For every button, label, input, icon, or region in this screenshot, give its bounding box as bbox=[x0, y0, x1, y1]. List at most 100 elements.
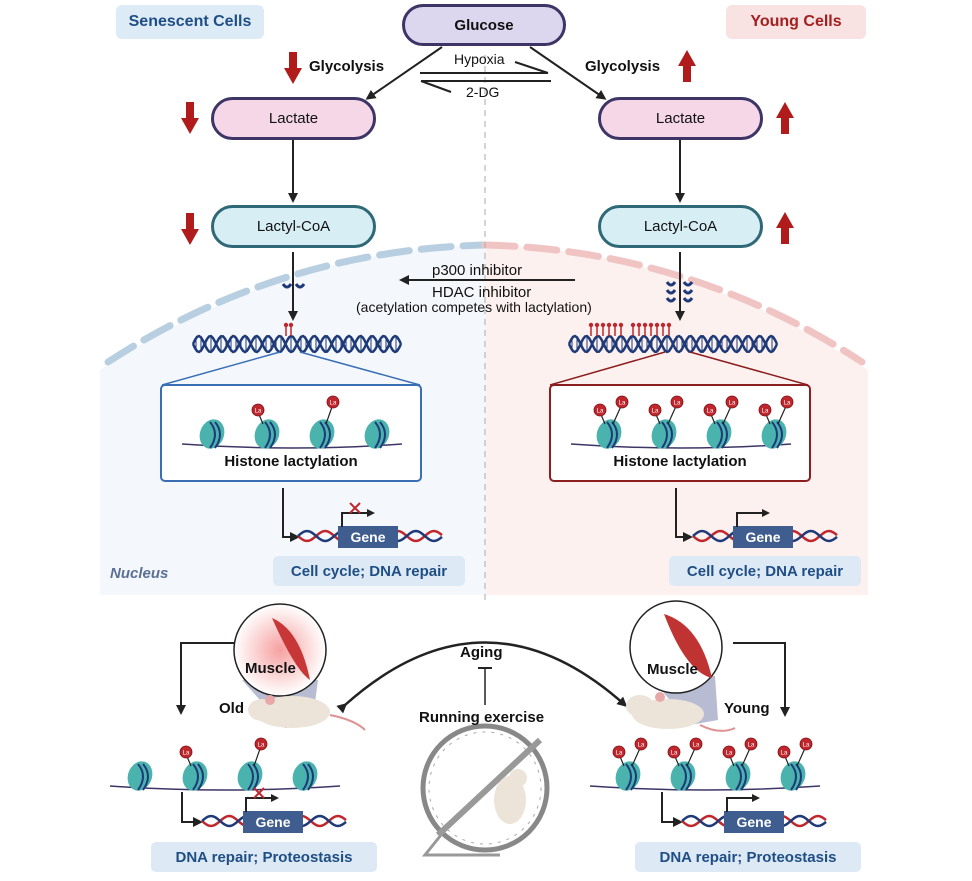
muscle-left-label: Muscle bbox=[245, 660, 296, 677]
lactyl-mark-icon bbox=[615, 395, 629, 409]
lactyl-mark-icon bbox=[326, 395, 340, 409]
gene-box-right: Gene bbox=[733, 526, 793, 548]
lactyl-group-icons-right bbox=[665, 281, 694, 303]
lactyl-pin bbox=[588, 322, 594, 328]
dna-helix-right bbox=[567, 322, 779, 354]
svg-text:La: La bbox=[707, 409, 714, 415]
lactyl-pin bbox=[648, 322, 654, 328]
transcription-start-arrow-blocked bbox=[245, 787, 279, 812]
svg-text:La: La bbox=[652, 409, 659, 415]
aging-curve-arrow bbox=[336, 641, 628, 714]
lactate-left-node: Lactate bbox=[211, 97, 376, 140]
hdac-note-label: (acetylation competes with lactylation) bbox=[356, 299, 592, 315]
transcription-start-arrow-blocked bbox=[341, 502, 375, 527]
lactyl-mark-icon bbox=[725, 395, 739, 409]
muscle-outcome-right: DNA repair; Proteostasis bbox=[635, 842, 861, 872]
lactyl-mark-icon bbox=[593, 403, 607, 417]
old-mouse-icon bbox=[248, 695, 366, 731]
glucose-to-lactate-right-arrow bbox=[529, 46, 607, 100]
muscle-outcome-left: DNA repair; Proteostasis bbox=[151, 842, 377, 872]
up-arrow-icon bbox=[776, 212, 794, 244]
lactate-right-node: Lactate bbox=[598, 97, 763, 140]
up-arrow-icon bbox=[776, 102, 794, 134]
down-arrow-icon bbox=[284, 52, 302, 84]
lactyl-mark-icon bbox=[670, 395, 684, 409]
young-cells-label: Young Cells bbox=[726, 5, 866, 39]
lactyl-mark-icon bbox=[744, 737, 758, 751]
nucleosome bbox=[127, 761, 153, 791]
svg-text:La: La bbox=[803, 743, 810, 749]
down-arrow-icon bbox=[181, 213, 199, 245]
nucleus-label: Nucleus bbox=[110, 565, 169, 582]
lactyl-pin bbox=[630, 322, 636, 328]
nucleosome: La bbox=[251, 403, 280, 449]
lactyl-pin bbox=[606, 322, 612, 328]
lactyl-mark-icon bbox=[667, 745, 681, 759]
gene-box-old: Gene bbox=[243, 811, 303, 833]
up-arrow-icon bbox=[678, 50, 696, 82]
old-label: Old bbox=[219, 700, 244, 717]
svg-text:La: La bbox=[784, 401, 791, 407]
lactyl-mark-icon bbox=[799, 737, 813, 751]
nuclear-membrane-left bbox=[104, 241, 489, 366]
lactyl-pin bbox=[612, 322, 618, 328]
histone-lactylation-label: Histone lactylation bbox=[224, 453, 358, 470]
lactyl-mark-icon bbox=[251, 403, 265, 417]
muscle-right-label: Muscle bbox=[647, 661, 698, 678]
glycolysis-left-label: Glycolysis bbox=[309, 58, 385, 75]
dna-helix-left bbox=[191, 322, 403, 354]
nucleosome bbox=[199, 419, 225, 449]
muscle-magnifier-left bbox=[233, 603, 327, 697]
muscle-magnifier-right bbox=[629, 600, 723, 694]
running-exercise-label: Running exercise bbox=[419, 709, 545, 726]
svg-text:La: La bbox=[674, 401, 681, 407]
lactyl-pin bbox=[654, 322, 660, 328]
lactyl-group-icons-left bbox=[281, 283, 306, 289]
svg-text:La: La bbox=[748, 743, 755, 749]
lactylcoa-left-node: Lactyl-CoA bbox=[211, 205, 376, 248]
cell-outcome-left: Cell cycle; DNA repair bbox=[273, 556, 465, 586]
histone-lactylation-label: Histone lactylation bbox=[613, 453, 747, 470]
svg-text:La: La bbox=[255, 409, 262, 415]
svg-text:La: La bbox=[616, 751, 623, 757]
svg-text:La: La bbox=[619, 401, 626, 407]
svg-text:La: La bbox=[638, 743, 645, 749]
hypoxia-label: Hypoxia bbox=[454, 51, 505, 67]
lactyl-pin bbox=[642, 322, 648, 328]
svg-text:La: La bbox=[330, 401, 337, 407]
svg-text:La: La bbox=[781, 751, 788, 757]
nuclear-membrane-right bbox=[481, 241, 866, 366]
nucleosome: La bbox=[179, 745, 208, 791]
svg-text:La: La bbox=[726, 751, 733, 757]
gene-box-left: Gene bbox=[338, 526, 398, 548]
svg-text:La: La bbox=[729, 401, 736, 407]
muscle-left-icon bbox=[272, 618, 310, 680]
lactyl-mark-icon bbox=[179, 745, 193, 759]
nucleosome: La bbox=[309, 395, 340, 449]
lactyl-mark-icon bbox=[780, 395, 794, 409]
lactyl-pin bbox=[636, 322, 642, 328]
lactyl-pin bbox=[618, 322, 624, 328]
muscle-right-icon bbox=[664, 614, 712, 678]
gene-box-young: Gene bbox=[724, 811, 784, 833]
nucleosome bbox=[292, 761, 318, 791]
lactyl-mark-icon bbox=[254, 737, 268, 751]
young-mouse-label: Young bbox=[724, 700, 770, 717]
lactyl-mark-icon bbox=[758, 403, 772, 417]
lactyl-mark-icon bbox=[612, 745, 626, 759]
lactyl-mark-icon bbox=[634, 737, 648, 751]
aging-label: Aging bbox=[460, 644, 503, 661]
